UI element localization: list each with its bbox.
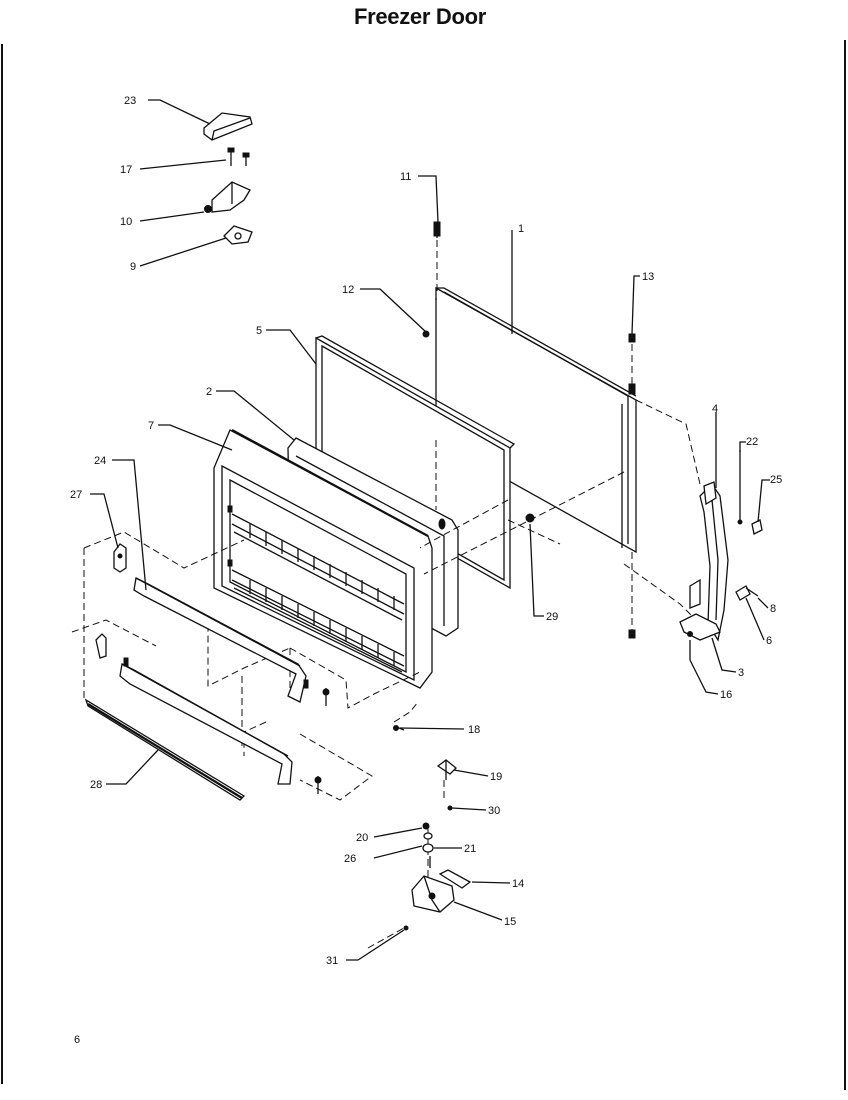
callout-27: 27: [70, 489, 82, 501]
callout-10: 10: [120, 216, 132, 228]
hinge-pin-part: [735, 585, 759, 601]
callout-23: 23: [124, 95, 136, 107]
door-gasket-part: [315, 335, 516, 590]
callout-19: 19: [490, 771, 502, 783]
callout-20: 20: [356, 832, 368, 844]
callout-1: 1: [518, 223, 524, 235]
callout-4: 4: [712, 403, 718, 415]
callout-17: 17: [120, 164, 132, 176]
door-screw-part: [433, 221, 636, 639]
callout-31: 31: [326, 955, 338, 967]
callout-7: 7: [148, 420, 154, 432]
hinge-cover-part: [203, 112, 253, 141]
callout-18: 18: [468, 724, 480, 736]
left-border-line: [1, 44, 3, 1084]
upper-hinge-part: [204, 181, 251, 213]
lower-trim-part: [119, 663, 293, 785]
door-stop-part: [525, 513, 535, 523]
callout-14: 14: [512, 878, 524, 890]
door-shelf-frame-part: [213, 429, 433, 689]
hinge-bracket-part: [223, 225, 253, 245]
callout-25: 25: [770, 474, 782, 486]
right-border-line: [844, 40, 846, 1090]
callout-6: 6: [766, 635, 772, 647]
callout-5: 5: [256, 325, 262, 337]
callout-3: 3: [738, 667, 744, 679]
callout-30: 30: [488, 805, 500, 817]
callout-16: 16: [720, 689, 732, 701]
callout-2: 2: [206, 386, 212, 398]
callout-labels: 23 17 10 9 11 1 13 12 5 2 7 24 27 4 22 2…: [70, 95, 782, 967]
door-outer-panel-part: [435, 286, 637, 554]
callout-21: 21: [464, 843, 476, 855]
callout-12: 12: [342, 284, 354, 296]
callout-22: 22: [746, 436, 758, 448]
callout-8: 8: [770, 603, 776, 615]
callout-15: 15: [504, 916, 516, 928]
bottom-hinge-parts: [393, 725, 472, 931]
handle-screw-part: [737, 450, 763, 535]
upper-trim-part: [133, 577, 307, 703]
callout-11: 11: [400, 171, 411, 183]
door-handle-part: [699, 481, 729, 642]
callout-leader-lines: [90, 99, 770, 961]
door-plug-part: [422, 330, 430, 338]
callout-13: 13: [642, 271, 654, 283]
kickplate-part: [84, 698, 246, 801]
callout-28: 28: [90, 779, 102, 791]
trim-screw-part: [123, 657, 330, 794]
page-title: Freezer Door: [353, 4, 487, 29]
trim-clip-part: [95, 543, 127, 659]
lower-hinge-part: [679, 578, 721, 660]
callout-26: 26: [344, 853, 356, 865]
callout-29: 29: [546, 611, 558, 623]
callout-9: 9: [130, 261, 136, 273]
page-number: 6: [74, 1034, 81, 1046]
callout-24: 24: [94, 455, 106, 467]
hinge-screw-part: [227, 147, 250, 166]
